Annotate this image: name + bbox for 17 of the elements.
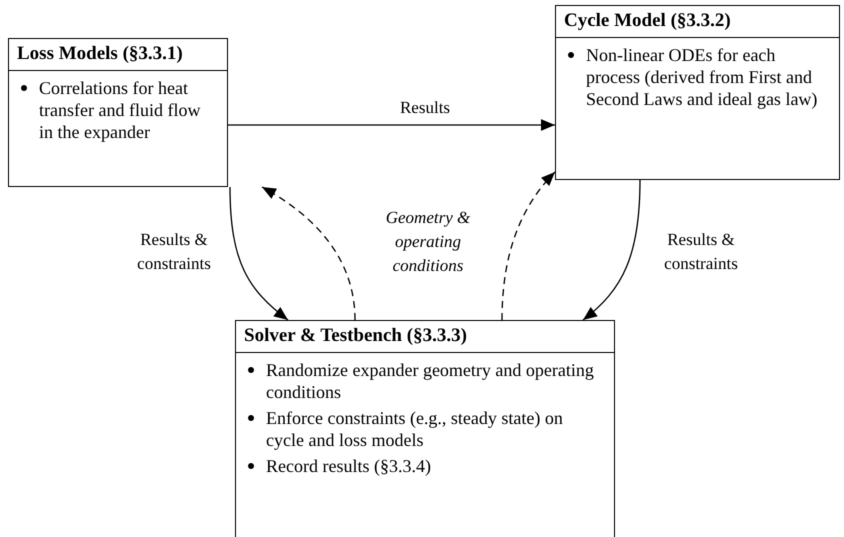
process-box [8, 38, 228, 187]
box-heading: Loss Models (§3.3.1) [17, 43, 183, 64]
arrow [501, 172, 556, 320]
process-box [555, 5, 840, 180]
bullet-text: Enforce constraints (e.g., steady state) on cycle and loss models [266, 408, 563, 450]
arrow [582, 180, 641, 320]
note-label: Geometry & operating conditions [384, 207, 472, 277]
bullet-text: Randomize expander geometry and operating conditions [266, 360, 594, 402]
process-box [235, 320, 615, 537]
arrow [229, 186, 288, 321]
arrow [228, 119, 555, 131]
box-heading: Solver & Testbench (§3.3.3) [244, 325, 467, 346]
bullet-text: Non-linear ODEs for each process (derived from First and Second Laws and ideal gas law) [586, 45, 818, 109]
bullet-text: Correlations for heat transfer and fluid flow in the expander [39, 78, 200, 142]
bullet-text: Record results (§3.3.4) [266, 456, 431, 476]
box-heading: Cycle Model (§3.3.2) [564, 10, 731, 31]
arrow [262, 186, 356, 320]
